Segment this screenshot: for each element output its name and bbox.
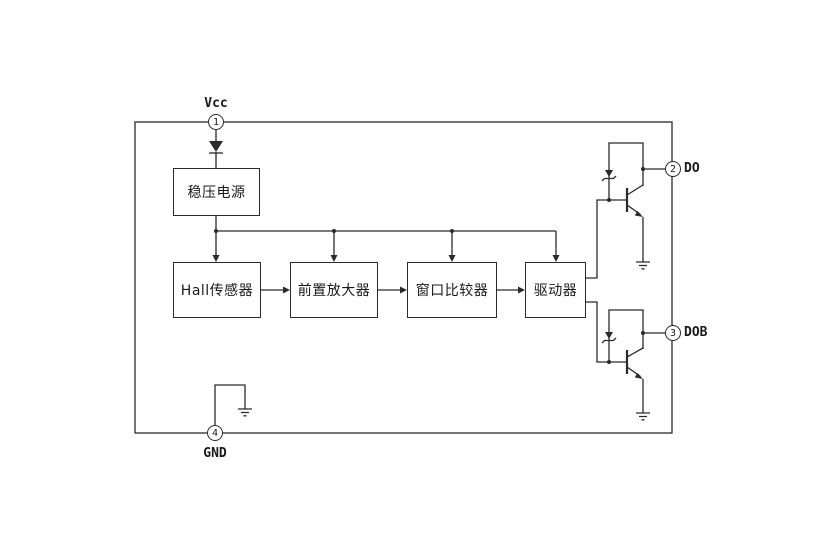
pin-4-gnd: 4: [207, 425, 223, 441]
wire-segment: [214, 384, 246, 425]
arrow-right-icon: [283, 286, 290, 294]
junction-dot: [607, 360, 611, 364]
pin-3-dob: 3: [665, 325, 681, 341]
junction-dot: [214, 229, 218, 233]
zener-cathode-bar: [601, 175, 617, 182]
driver-to-do-base-wire: [586, 199, 627, 279]
block-label: 稳压电源: [187, 185, 246, 201]
pin-1-vcc: 1: [208, 114, 224, 130]
arrow-down-icon: [212, 255, 220, 262]
transistor-arms: [626, 184, 644, 216]
do-label: DO: [684, 161, 700, 176]
pin-number: 1: [212, 116, 220, 128]
block-voltage-regulator: 稳压电源: [173, 168, 260, 216]
driver-to-dob-base-wire: [586, 301, 627, 363]
arrow-right-icon: [518, 286, 525, 294]
signal-chain-arrows: [261, 286, 525, 294]
arrow-right-icon: [400, 286, 407, 294]
pin-2-do: 2: [665, 161, 681, 177]
block-label: 前置放大器: [297, 283, 371, 299]
arrow-down-icon: [552, 255, 560, 262]
pin-number: 4: [211, 427, 219, 439]
block-label: Hall传感器: [180, 283, 254, 299]
emitter-arrow-icon: [634, 210, 643, 217]
block-hall-sensor: Hall传感器: [173, 262, 261, 318]
npn-transistor-symbol: [625, 184, 644, 217]
power-distribution-bus: [212, 216, 560, 262]
ground-symbol: [636, 261, 650, 270]
ground-symbol: [636, 412, 650, 421]
gnd-pin-wire: [214, 384, 252, 425]
output-stage-do: [586, 142, 665, 279]
zener-cathode-bar: [601, 337, 617, 344]
junction-dot: [641, 331, 645, 335]
block-driver: 驱动器: [525, 262, 586, 318]
junction-dot: [641, 167, 645, 171]
arrow-down-icon: [448, 255, 456, 262]
block-label: 驱动器: [533, 283, 578, 299]
ic-boundary-box: [134, 121, 673, 434]
block-label: 窗口比较器: [415, 283, 489, 299]
vcc-input-wire: [209, 130, 223, 168]
ground-symbol: [238, 408, 252, 417]
junction-dot: [332, 229, 336, 233]
block-preamplifier: 前置放大器: [290, 262, 378, 318]
gnd-label: GND: [203, 446, 227, 461]
pin-number: 3: [669, 327, 677, 339]
block-window-comparator: 窗口比较器: [407, 262, 497, 318]
emitter-arrow-icon: [634, 372, 643, 379]
zener-diode-symbol: [605, 170, 613, 177]
dob-label: DOB: [684, 325, 708, 340]
junction-dot: [450, 229, 454, 233]
zener-diode-symbol: [605, 332, 613, 339]
npn-transistor-symbol: [625, 347, 644, 379]
vcc-label: Vcc: [204, 96, 228, 111]
junction-dot: [607, 198, 611, 202]
diode-symbol: [209, 141, 223, 152]
transistor-arms: [626, 347, 644, 378]
pin-number: 2: [669, 163, 677, 175]
output-stage-dob: [586, 301, 665, 421]
arrow-down-icon: [330, 255, 338, 262]
bus-drop-wires: [215, 231, 557, 255]
